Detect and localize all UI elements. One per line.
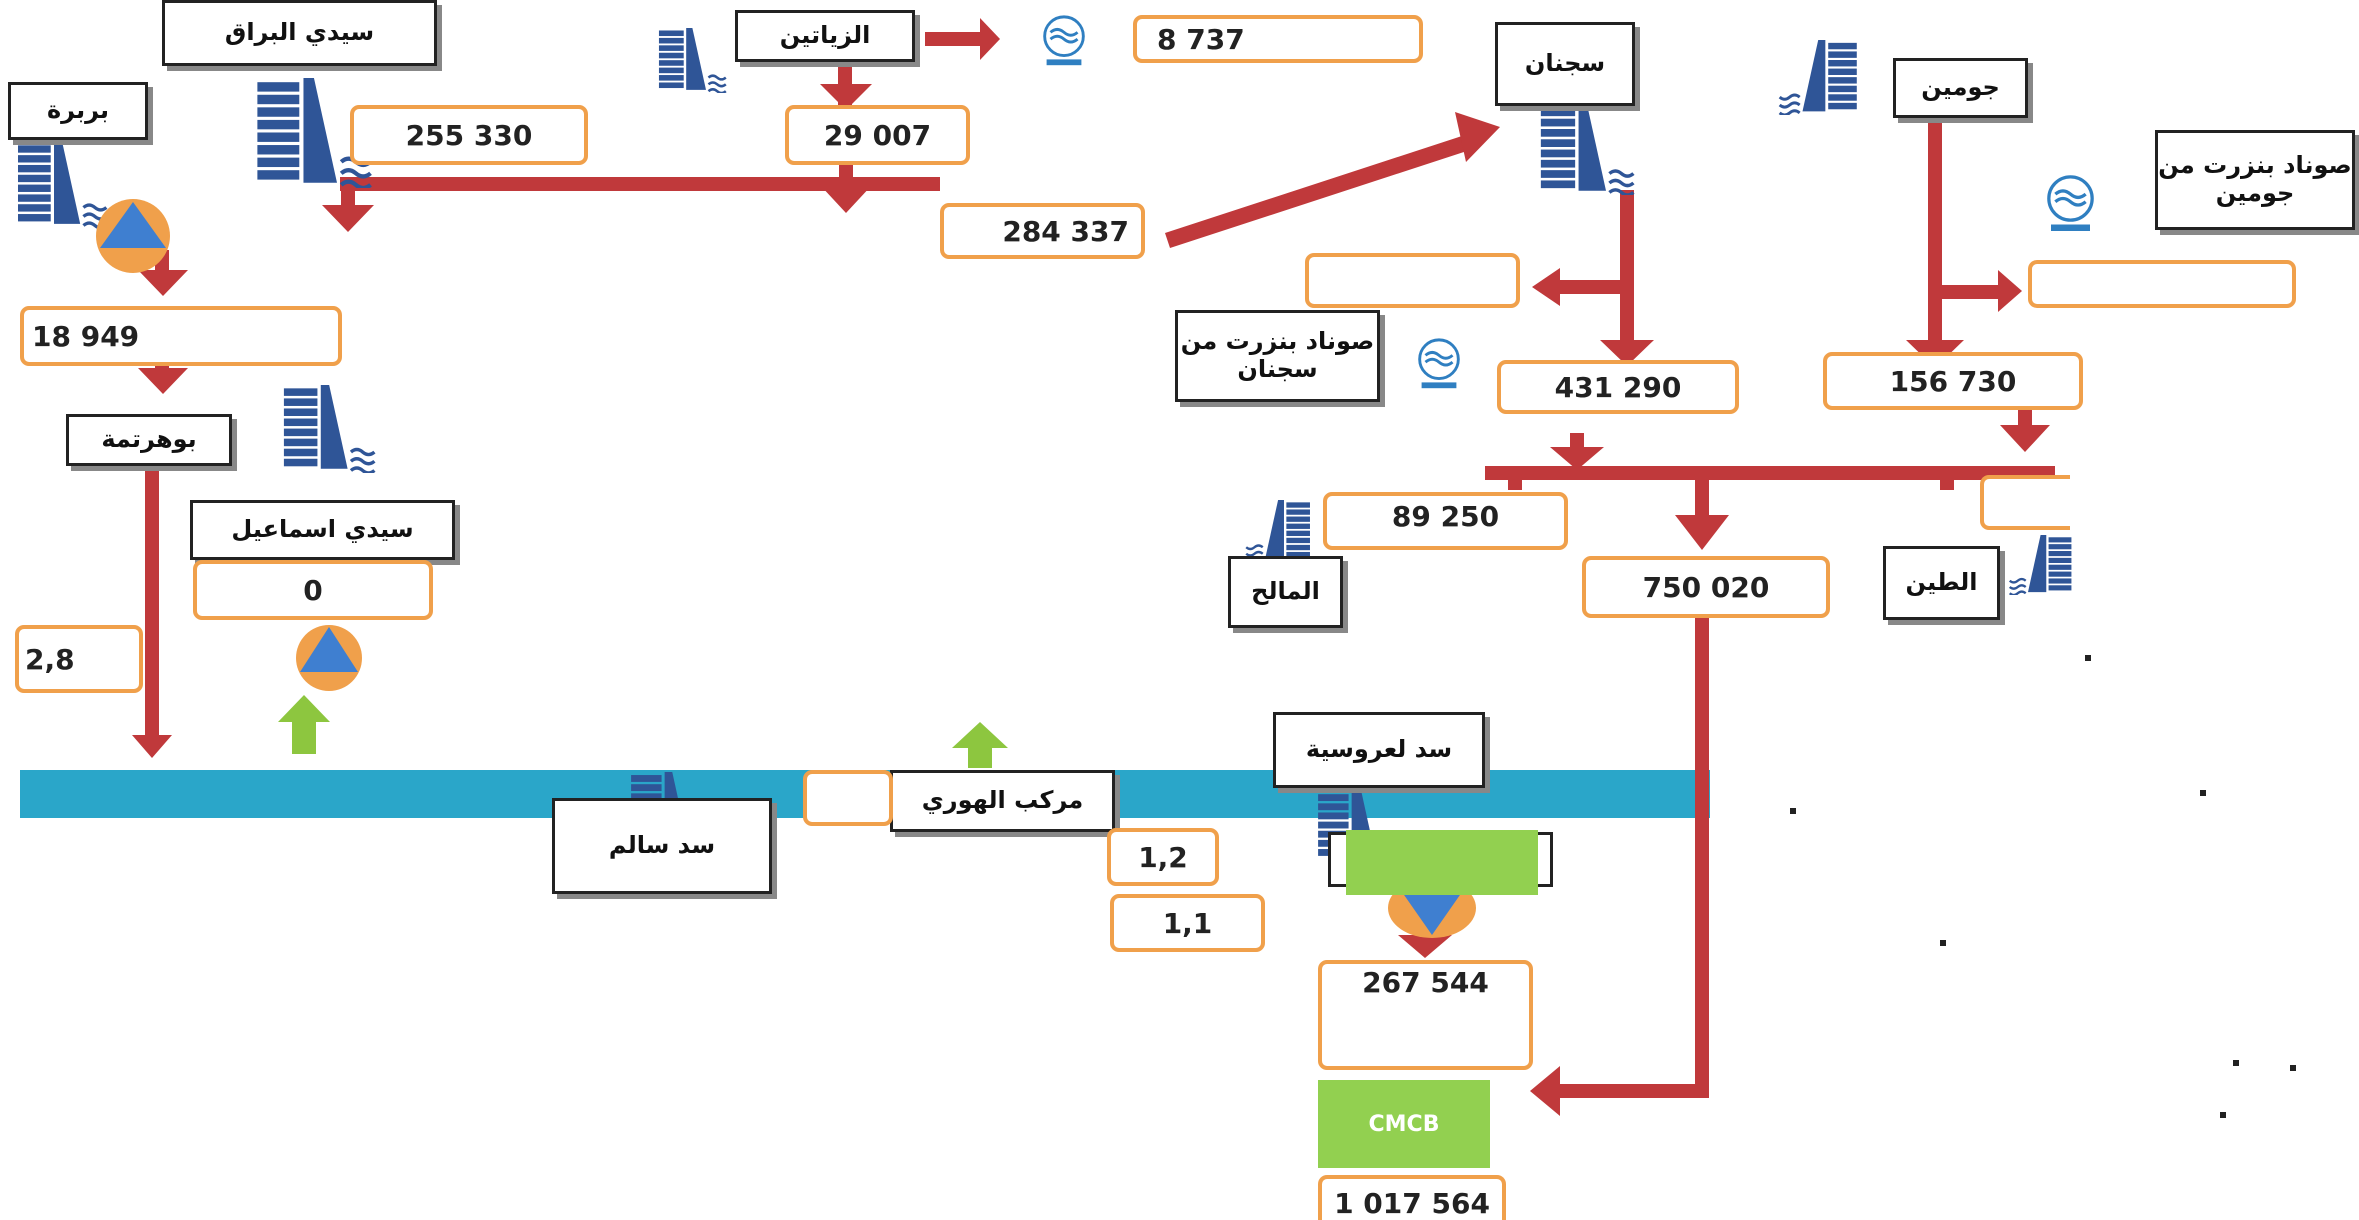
up-arrow-icon: [952, 722, 1008, 748]
station-label-sonede-sejnane: صوناد بنزرت من سجنان: [1175, 310, 1380, 402]
station-label-sonede-joumine: صوناد بنزرت من جومين: [2155, 130, 2355, 230]
station-label-el-houari: مركب الهوري: [890, 770, 1115, 832]
dam-icon: [2008, 535, 2073, 595]
dam-icon: [1780, 40, 1857, 115]
stray-dot: [2085, 655, 2091, 661]
up-arrow-icon: [278, 695, 330, 722]
dam-icon: [1541, 105, 1634, 195]
stray-dot: [1790, 808, 1796, 814]
value-laaroussia-pump: 267 544: [1318, 960, 1533, 1070]
value-sidi-ismail: 0: [193, 560, 433, 620]
stray-dot: [2290, 1065, 2296, 1071]
dam-label-el-melah: المالح: [1228, 556, 1343, 628]
value-houari-b: 1,1: [1110, 894, 1265, 952]
stray-dot: [2220, 1112, 2226, 1118]
value-joumine: 156 730: [1823, 352, 2083, 410]
laaroussia-pump-panel: [1346, 830, 1538, 895]
value-el-melah: 89 250: [1323, 492, 1568, 550]
dam-label-sidi-ismail: سيدي اسماعيل: [190, 500, 455, 560]
dam-label-sidi-barrak: سيدي البراق: [162, 0, 437, 66]
value-sidi-barrak: 255 330: [350, 105, 588, 165]
flow-pipes: [132, 18, 2055, 1116]
sonede-logo-icon: [2046, 174, 2095, 233]
sonede-logo-icon: [1043, 15, 1085, 67]
value-bouhertma: 2,8: [15, 625, 143, 693]
value-tine: [1980, 475, 2070, 530]
dam-label-joumine: جومين: [1893, 58, 2028, 118]
dam-label-laaroussia: سد لعروسية: [1273, 712, 1485, 788]
value-houari-a: 1,2: [1107, 828, 1219, 886]
dam-label-bouhertma: بوهرتمة: [66, 414, 232, 466]
value-zouitina-sonede: 8 737: [1133, 15, 1423, 63]
dam-icon: [284, 385, 375, 473]
value-barbara: 18 949: [20, 306, 342, 366]
value-houari-empty: [803, 770, 893, 826]
dam-label-barbara: بربرة: [8, 82, 148, 140]
stray-dot: [1940, 940, 1946, 946]
value-joumine-sonede: [2028, 260, 2296, 308]
stray-dot: [2200, 790, 2206, 796]
dam-icon: [1244, 500, 1312, 562]
pump-up-icon: [296, 625, 362, 691]
dam-label-salem: سد سالم: [552, 798, 772, 894]
dam-icon: [18, 140, 108, 230]
dam-label-zouitina: الزياتين: [735, 10, 915, 62]
up-arrows: [278, 695, 1008, 768]
dam-label-tine: الطين: [1883, 546, 2000, 620]
value-ichkeul-mix: 750 020: [1582, 556, 1830, 618]
value-sejnane-sonede: [1305, 253, 1520, 308]
value-combined: 284 337: [940, 203, 1145, 259]
dam-icon: [659, 28, 726, 93]
value-cmcb-total: 1 017 564: [1318, 1175, 1506, 1220]
value-sejnane: 431 290: [1497, 360, 1739, 414]
cmcb-station: CMCB: [1318, 1080, 1490, 1168]
stray-dot: [2233, 1060, 2239, 1066]
pump-down-icon: [96, 199, 170, 273]
value-zouitina: 29 007: [785, 105, 970, 165]
dam-label-sejnane: سجنان: [1495, 22, 1635, 106]
sonede-logo-icon: [1418, 338, 1460, 390]
